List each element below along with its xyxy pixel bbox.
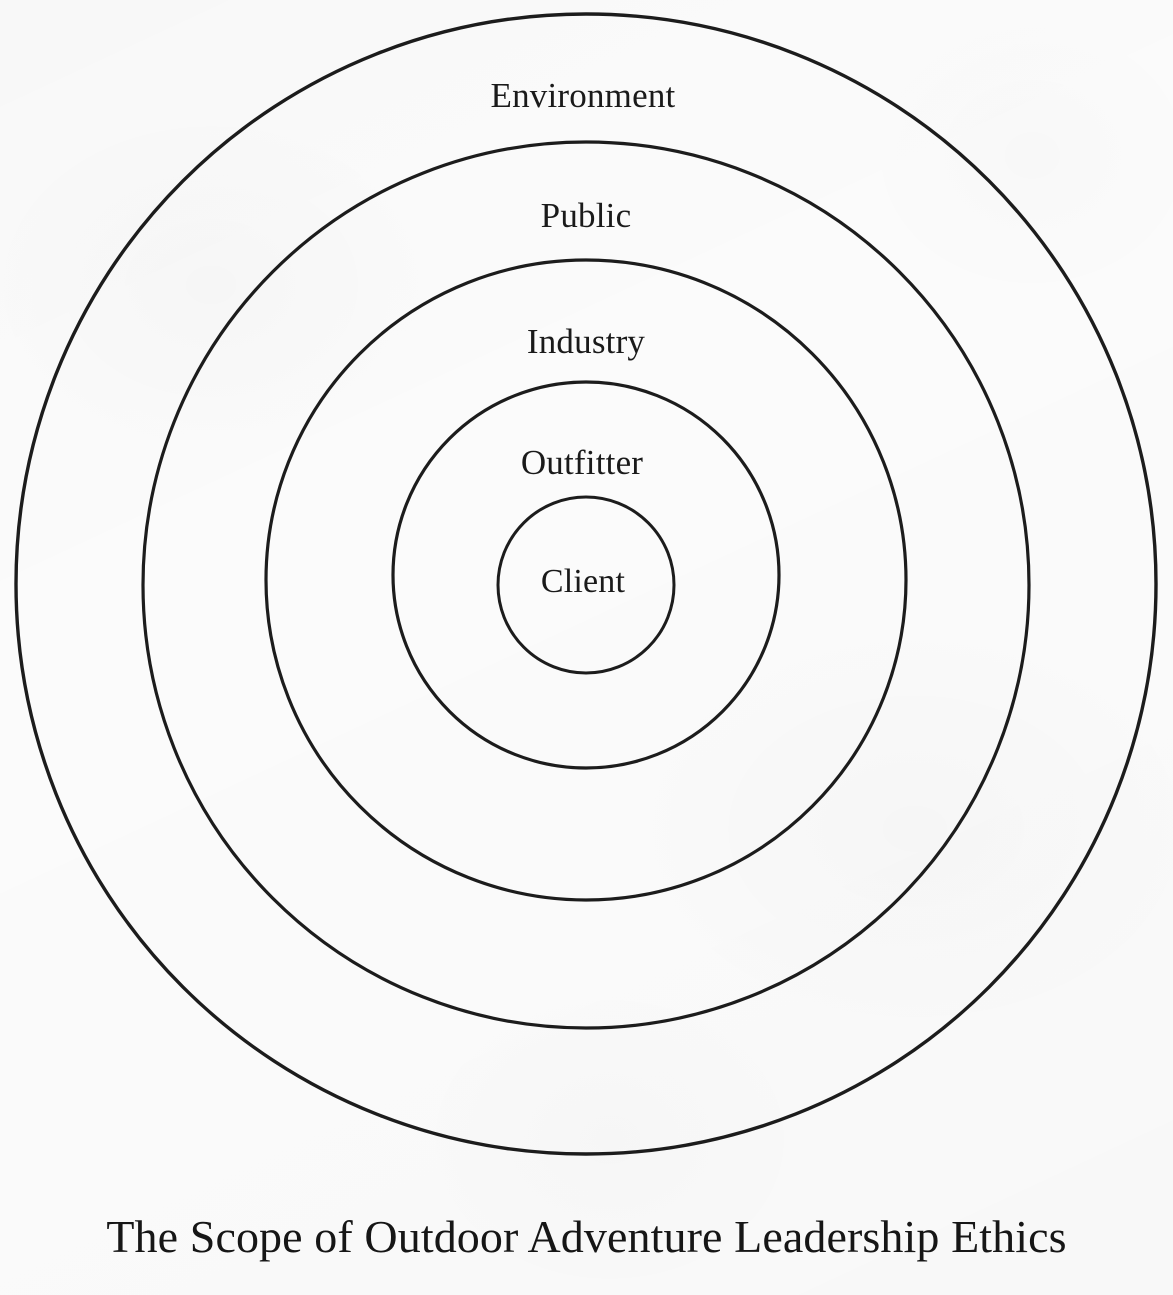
ring-circle-environment [14, 12, 1158, 1156]
ring-circle-outfitter [391, 380, 781, 770]
diagram-caption: The Scope of Outdoor Adventure Leadershi… [106, 1211, 1067, 1262]
ring-label-industry: Industry [526, 322, 646, 361]
ring-circle-public [141, 140, 1031, 1030]
ring-label-outfitter: Outfitter [520, 443, 644, 482]
ring-label-public: Public [540, 196, 632, 235]
ring-label-environment: Environment [490, 76, 676, 115]
ring-circle-industry [264, 258, 908, 902]
ring-label-client: Client [540, 563, 626, 600]
ring-circle-client [496, 495, 676, 675]
